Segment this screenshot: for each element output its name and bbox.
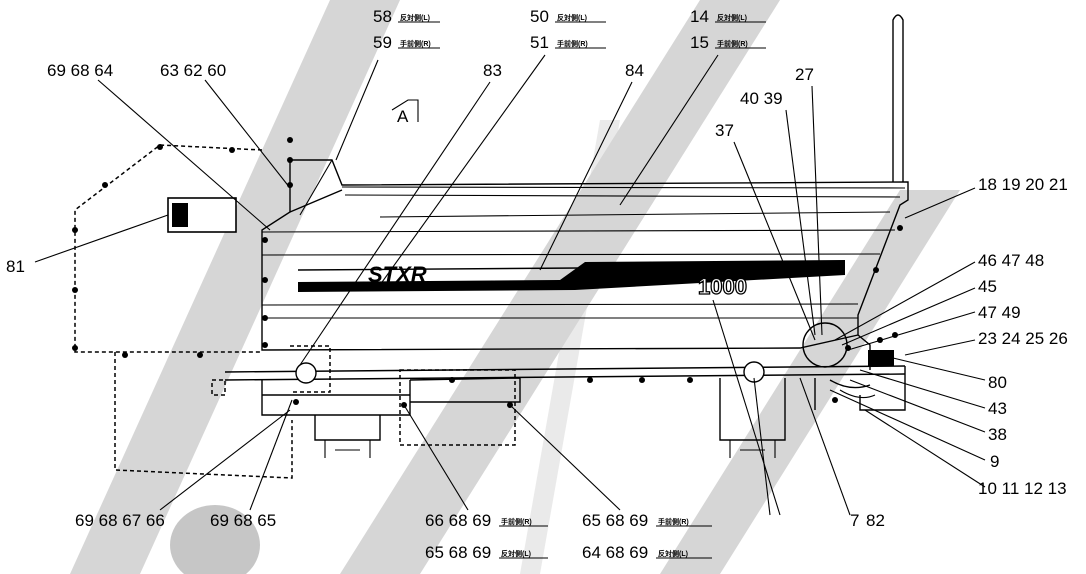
- callout-59-side: 手前側(R): [400, 39, 431, 48]
- emblem-text: STXR: [368, 262, 427, 287]
- callout-83: 83: [483, 61, 502, 80]
- view-marker-label: A: [397, 107, 409, 126]
- callout-14-side: 反対側(L): [717, 13, 747, 22]
- callout-51-side: 手前側(R): [557, 39, 588, 48]
- callout-10-13: 10 11 12 13: [978, 479, 1067, 498]
- leader-lines: [34, 54, 986, 516]
- callout-69-68-64: 69 68 64: [47, 61, 113, 80]
- callout-81: 81: [6, 257, 25, 276]
- callout-65-68-69-l: 65 68 69: [425, 543, 491, 562]
- callout-64-side: 反対側(L): [658, 549, 688, 558]
- hidden-outline: [72, 144, 516, 479]
- callout-43: 43: [988, 399, 1007, 418]
- callout-69-68-67-66: 69 68 67 66: [75, 511, 165, 530]
- callout-58: 58: [373, 7, 392, 26]
- model-number: 1000: [698, 274, 747, 299]
- callout-63-62-60: 63 62 60: [160, 61, 226, 80]
- callout-66-68-69: 66 68 69: [425, 511, 491, 530]
- callout-59: 59: [373, 33, 392, 52]
- callout-65-68-69-r: 65 68 69: [582, 511, 648, 530]
- callout-18-21: 18 19 20 21: [978, 175, 1068, 194]
- callout-23-26: 23 24 25 26: [978, 329, 1068, 348]
- callout-38: 38: [988, 425, 1007, 444]
- callout-82: 82: [866, 511, 885, 530]
- machine-body: [167, 14, 909, 458]
- callout-65-l-side: 反対側(L): [501, 549, 531, 558]
- callout-15-side: 手前側(R): [717, 39, 748, 48]
- callouts: 58 反対側(L) 59 手前側(R) 50 反対側(L) 51 手前側(R) …: [6, 7, 1068, 562]
- callout-80: 80: [988, 373, 1007, 392]
- callout-27: 27: [795, 65, 814, 84]
- callout-37: 37: [715, 121, 734, 140]
- callout-47-49: 47 49: [978, 303, 1021, 322]
- callout-45: 45: [978, 277, 997, 296]
- callout-40-39: 40 39: [740, 89, 783, 108]
- callout-65-r-side: 手前側(R): [658, 517, 689, 526]
- callout-46-48: 46 47 48: [978, 251, 1044, 270]
- view-marker: A: [391, 99, 419, 126]
- callout-50-side: 反対側(L): [557, 13, 587, 22]
- callout-69-68-65: 69 68 65: [210, 511, 276, 530]
- callout-15: 15: [690, 33, 709, 52]
- callout-50: 50: [530, 7, 549, 26]
- callout-51: 51: [530, 33, 549, 52]
- callout-14: 14: [690, 7, 709, 26]
- callout-9: 9: [990, 452, 999, 471]
- callout-58-side: 反対側(L): [400, 13, 430, 22]
- callout-84: 84: [625, 61, 644, 80]
- callout-7: 7: [850, 511, 859, 530]
- callout-64-68-69: 64 68 69: [582, 543, 648, 562]
- callout-66-side: 手前側(R): [501, 517, 532, 526]
